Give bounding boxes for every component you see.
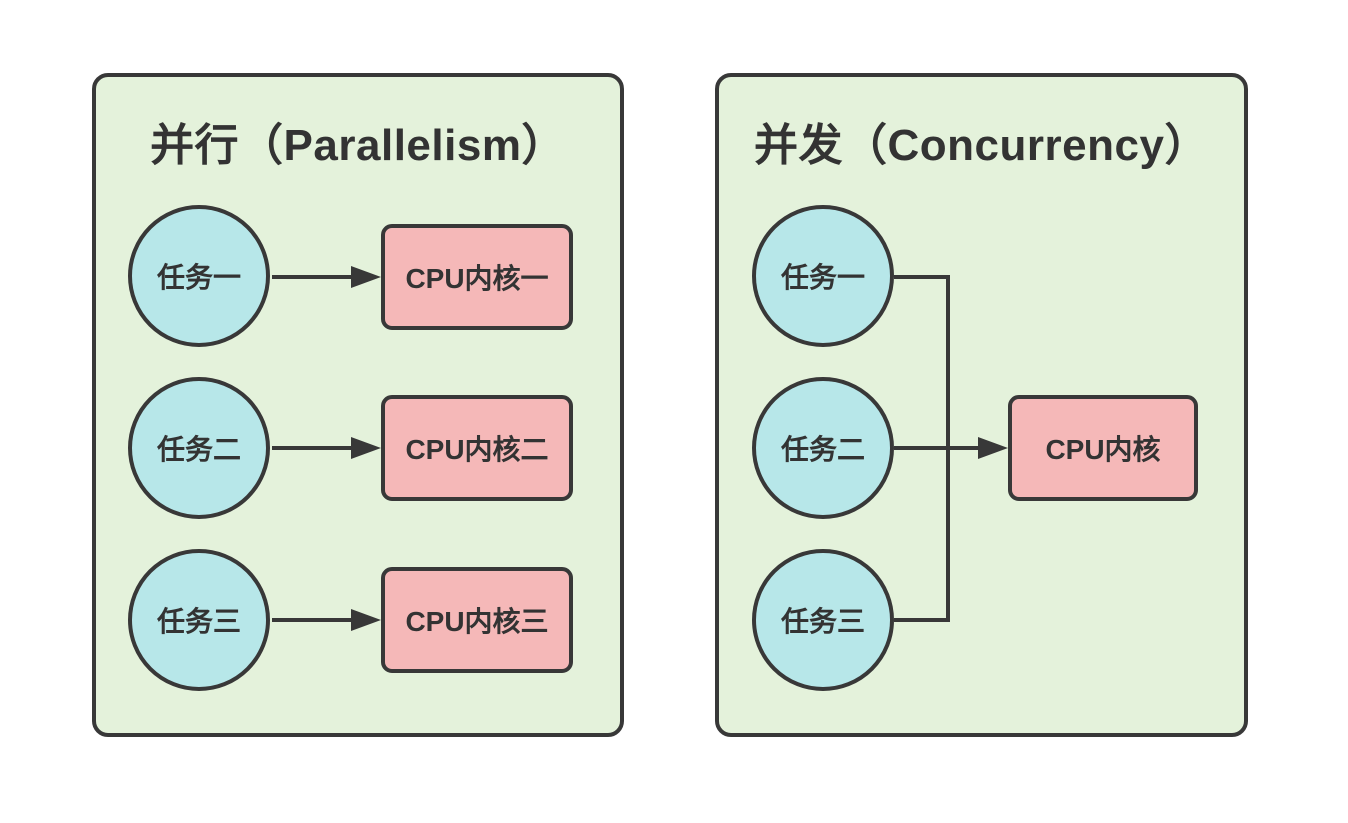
parallelism-task-3: 任务三: [128, 549, 270, 691]
parallelism-panel: 并行（Parallelism） 任务一 任务二 任务三 CPU内核一 CPU内核…: [92, 73, 624, 737]
parallelism-task-1: 任务一: [128, 205, 270, 347]
parallelism-core-3: CPU内核三: [381, 567, 573, 673]
concurrency-task-1: 任务一: [752, 205, 894, 347]
parallelism-core-1: CPU内核一: [381, 224, 573, 330]
concurrency-panel: 并发（Concurrency） 任务一 任务二 任务三 CPU内核: [715, 73, 1248, 737]
concurrency-task-2: 任务二: [752, 377, 894, 519]
concurrency-task-3: 任务三: [752, 549, 894, 691]
concurrency-core: CPU内核: [1008, 395, 1198, 501]
concurrency-title: 并发（Concurrency）: [754, 121, 1209, 170]
parallelism-task-2: 任务二: [128, 377, 270, 519]
parallelism-title: 并行（Parallelism）: [150, 121, 566, 170]
parallelism-core-2: CPU内核二: [381, 395, 573, 501]
